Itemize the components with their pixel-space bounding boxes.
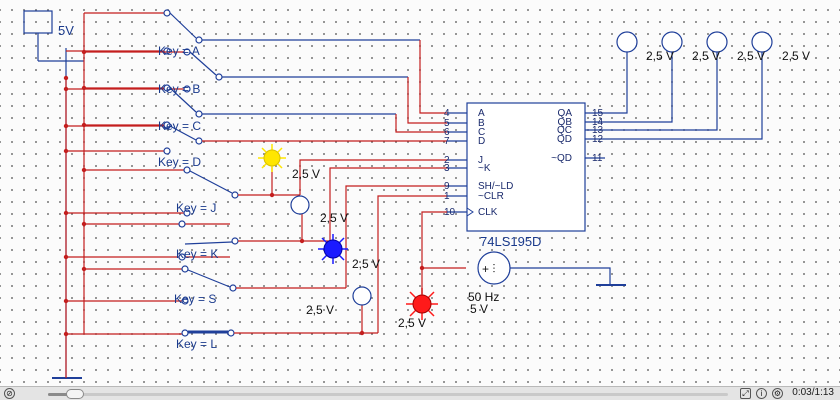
chip-pin-name: SH/~LD <box>478 181 513 192</box>
chip-pin-number: 4 <box>444 108 450 119</box>
chip-pin-name: J <box>478 155 483 166</box>
chip-pin-name: CLK <box>478 207 498 218</box>
s-probe <box>352 286 372 306</box>
key-label-j: Key = J <box>176 201 216 215</box>
yellow-led-voltage: 2,5 V <box>292 167 320 181</box>
key-label-s: Key = S <box>174 292 216 306</box>
chip-left-pins: 4 A 5 B 6 C 7 D 2 J 3 ~K 9 SH/~LD 1 ~CLR 10 CLK <box>444 108 513 218</box>
junction-dots <box>63 49 425 337</box>
clock-symbol: + ⫶ <box>482 262 495 276</box>
switch-key-l[interactable] <box>66 195 447 337</box>
chip-pin-number: 2 <box>444 155 450 166</box>
chip-pin-number: 10 <box>444 207 456 218</box>
chip-pin-name: ~K <box>478 163 491 174</box>
chip-pin-number: 1 <box>444 191 450 202</box>
chip-pin-number: 5 <box>444 118 450 129</box>
clock-frequency: 50 Hz <box>468 290 499 304</box>
output-probes <box>605 31 773 140</box>
chip-pin-name: C <box>478 127 485 138</box>
switch-key-b[interactable] <box>66 48 447 124</box>
chip-pin-name: ~CLR <box>478 191 504 202</box>
seek-thumb[interactable] <box>66 389 85 399</box>
clock-source <box>421 211 626 295</box>
output-voltage-qc: 2,5 V <box>737 49 765 63</box>
chip-pin-name: QA <box>558 108 573 119</box>
settings-icon[interactable]: ⚙ <box>772 388 783 399</box>
key-label-l: Key = L <box>176 337 217 351</box>
chip-name: 74LS195D <box>480 234 541 249</box>
chip-right-pins: 15 QA 14 QB 13 QC 12 QD 11 ~QD <box>551 108 603 164</box>
chip-pin-number: 3 <box>444 163 450 174</box>
output-voltage-qa: 2,5 V <box>646 49 674 63</box>
chip-pin-number: 13 <box>592 125 604 136</box>
seek-progress <box>48 393 76 396</box>
speaker-mute-icon[interactable]: ⊘ <box>4 388 15 399</box>
j-probe <box>290 195 310 215</box>
chip-pin-name: QC <box>557 125 572 136</box>
video-player-controls: ⊘ ⤢ i ⚙ 0:03/1:13 <box>0 386 840 400</box>
blue-led-probe <box>318 234 348 264</box>
seek-bar[interactable] <box>48 389 728 399</box>
fullscreen-icon[interactable]: ⤢ <box>740 388 751 399</box>
chip-74ls195d <box>447 102 605 232</box>
chip-pin-name: A <box>478 108 485 119</box>
chip-pin-number: 11 <box>592 153 603 164</box>
key-label-d: Key = D <box>158 155 201 169</box>
video-time: 0:03/1:13 <box>792 387 834 398</box>
chip-pin-name: QD <box>557 134 572 145</box>
key-label-k: Key = K <box>176 247 218 261</box>
supply-source <box>23 10 84 62</box>
switch-key-a[interactable] <box>66 9 447 114</box>
switch-key-k[interactable] <box>66 167 447 261</box>
clock-amplitude: 5 V <box>470 302 488 316</box>
info-icon[interactable]: i <box>756 388 767 399</box>
switch-key-s[interactable] <box>66 185 447 305</box>
key-label-b: Key = B <box>158 82 200 96</box>
j-probe-voltage: 2,5 V <box>320 211 348 225</box>
switch-key-j[interactable] <box>66 159 447 217</box>
blue-led-voltage: 2,5 V <box>352 257 380 271</box>
red-led-probe <box>406 288 438 320</box>
key-label-a: Key = A <box>158 44 200 58</box>
chip-pin-number: 9 <box>444 181 450 192</box>
chip-pin-number: 15 <box>592 108 604 119</box>
s-probe-voltage: 2,5 V <box>306 303 334 317</box>
supply-label: 5V <box>58 23 74 38</box>
chip-pin-name: B <box>478 118 485 129</box>
chip-pin-number: 12 <box>592 134 604 145</box>
chip-pin-number: 6 <box>444 127 450 138</box>
chip-pin-number: 7 <box>444 136 450 147</box>
chip-pin-name: ~QD <box>551 153 572 164</box>
output-voltage-qd: 2,5 V <box>782 49 810 63</box>
chip-pin-name: D <box>478 136 485 147</box>
output-voltage-qb: 2,5 V <box>692 49 720 63</box>
chip-pin-name: QB <box>558 117 573 128</box>
chip-pin-number: 14 <box>592 117 604 128</box>
red-led-voltage: 2,5 V <box>398 316 426 330</box>
yellow-led-probe <box>258 144 286 172</box>
key-label-c: Key = C <box>158 119 201 133</box>
switch-key-d[interactable] <box>66 121 447 155</box>
